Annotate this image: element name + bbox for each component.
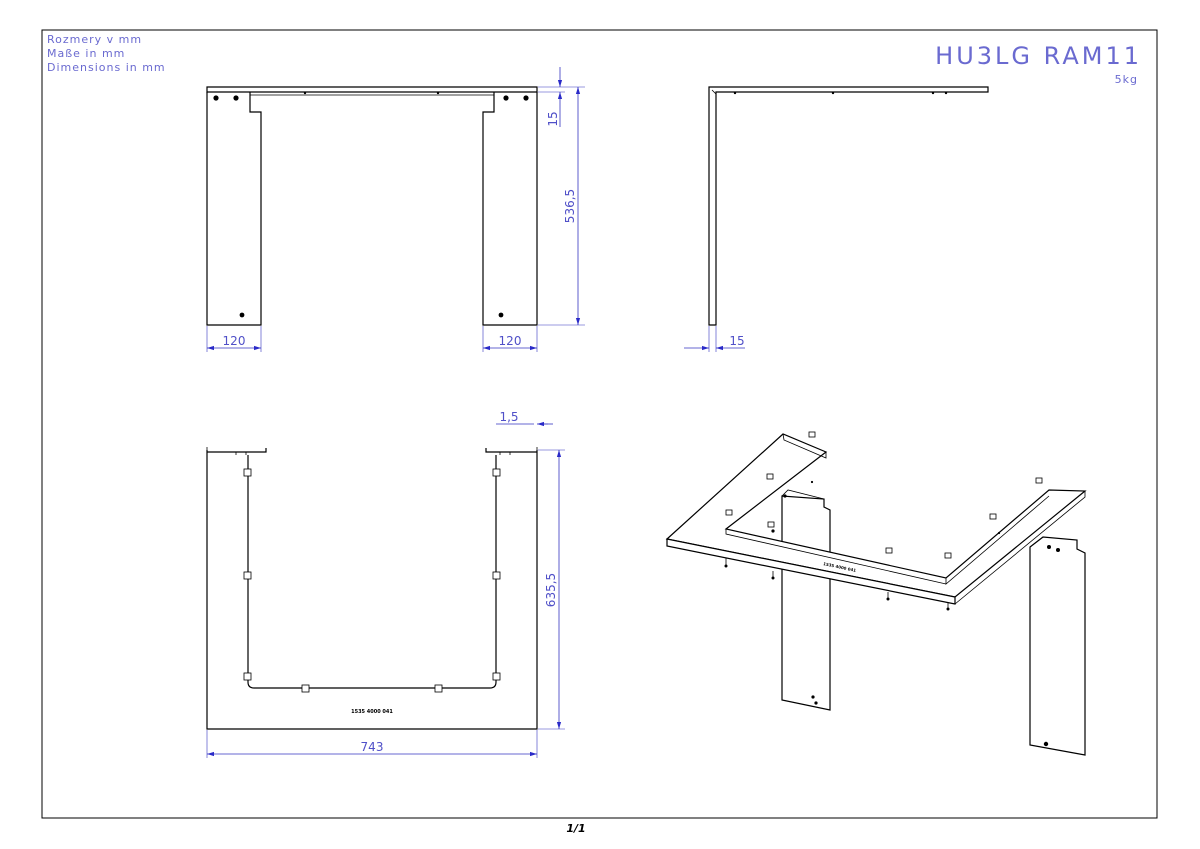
- part-label-iso-view: 1535 4000 041: [823, 561, 857, 573]
- top-view-dimensions: 1,5 635,5 743: [206, 410, 565, 758]
- front-view-dimensions: 120 120 15 536,5: [206, 67, 585, 352]
- part-name: HU3LG RAM11: [935, 42, 1142, 70]
- dim-top-thickness: 15: [546, 111, 560, 126]
- front-view: [206, 86, 538, 326]
- dim-leg-width-right: 120: [499, 334, 522, 348]
- dim-top-depth: 635,5: [544, 573, 558, 607]
- units-note-sk: Rozmery v mm: [47, 33, 142, 46]
- side-view-dimensions: 15: [684, 326, 745, 352]
- dim-side-thickness: 15: [729, 334, 744, 348]
- dim-top-width: 743: [361, 740, 384, 754]
- sheet-frame: [41, 29, 1158, 819]
- part-weight: 5kg: [1115, 73, 1138, 86]
- dim-front-height: 536,5: [563, 189, 577, 223]
- page-number: 1/1: [566, 822, 585, 835]
- top-view: 1535 4000 041: [206, 447, 538, 730]
- units-note-de: Maße in mm: [47, 47, 125, 60]
- part-label-top-view: 1535 4000 041: [351, 709, 393, 715]
- isometric-view: 1535 4000 041: [665, 431, 1087, 756]
- dim-leg-width-left: 120: [223, 334, 246, 348]
- units-note-en: Dimensions in mm: [47, 61, 166, 74]
- dim-top-flange: 1,5: [499, 410, 518, 424]
- side-view: [708, 86, 989, 326]
